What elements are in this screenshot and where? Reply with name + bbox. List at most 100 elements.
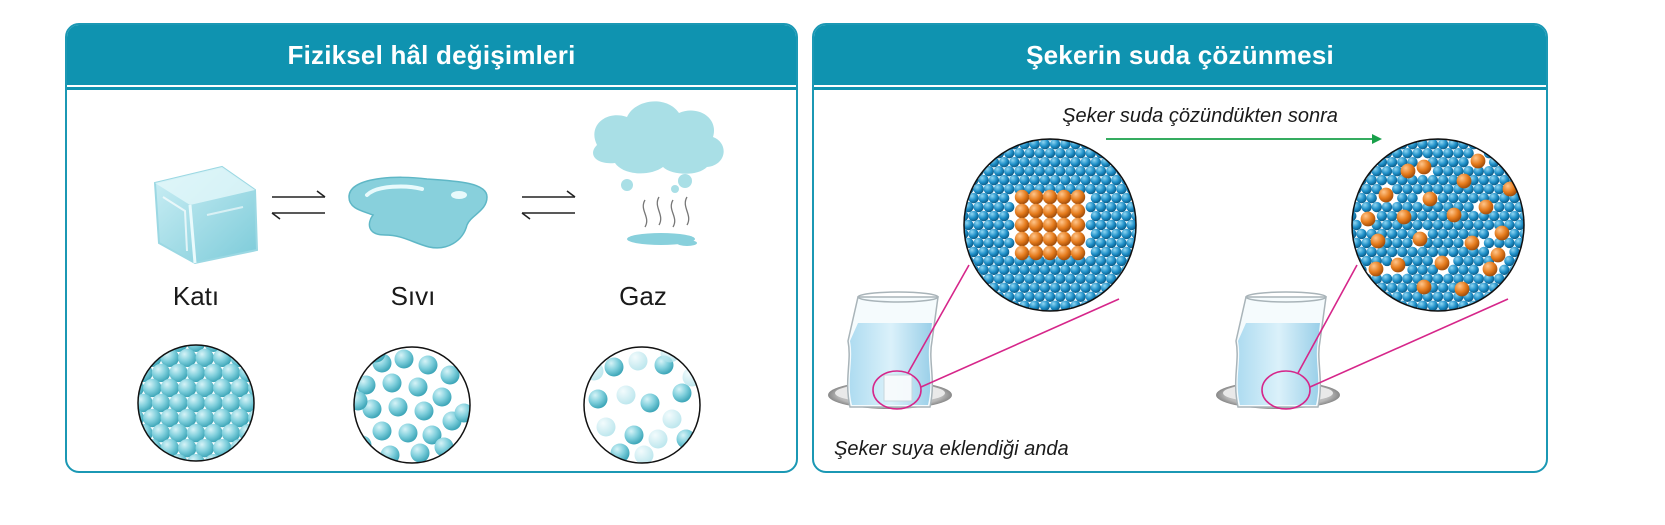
water-molecule	[998, 139, 1010, 150]
sugar-molecule	[1470, 153, 1486, 169]
sugar-molecule	[1502, 181, 1518, 197]
water-molecule	[1352, 273, 1362, 285]
water-molecule	[1437, 300, 1449, 311]
sugar-molecule	[1042, 217, 1058, 233]
water-molecule	[1504, 139, 1515, 141]
water-molecule	[1514, 139, 1524, 141]
water-molecule	[1100, 192, 1112, 204]
water-molecule	[1055, 273, 1066, 285]
water-molecule	[1331, 166, 1341, 176]
water-molecule	[1014, 291, 1025, 303]
water-molecule	[1039, 139, 1051, 150]
water-molecule	[1106, 273, 1117, 285]
water-molecule	[1525, 184, 1535, 194]
water-molecule	[1009, 174, 1020, 186]
water-molecule	[1422, 147, 1433, 159]
water-molecule	[998, 300, 1010, 311]
water-molecule	[1137, 292, 1147, 302]
water-molecule	[1540, 301, 1548, 311]
water-molecule	[1443, 165, 1454, 177]
water-molecule	[1004, 255, 1015, 267]
water-molecule	[993, 219, 1005, 231]
water-molecule	[1519, 282, 1524, 294]
water-molecule	[953, 256, 963, 266]
water-molecule	[1142, 265, 1152, 275]
water-molecule	[948, 139, 958, 149]
water-molecule	[1055, 291, 1066, 303]
water-molecule	[1341, 238, 1351, 248]
water-molecule	[998, 192, 1010, 204]
water-molecule	[1483, 183, 1495, 195]
water-molecule	[1341, 256, 1351, 266]
water-molecule	[1499, 139, 1510, 150]
water-molecule	[1427, 246, 1439, 258]
liquid-particle	[354, 435, 372, 455]
water-molecule	[1352, 228, 1357, 240]
water-molecule	[1095, 309, 1107, 311]
water-molecule	[1080, 282, 1091, 294]
water-molecule	[1381, 273, 1393, 285]
solid-particle	[117, 424, 135, 442]
water-molecule	[983, 147, 994, 159]
water-molecule	[1137, 256, 1147, 266]
water-molecule	[1361, 201, 1372, 213]
water-molecule	[1361, 147, 1372, 159]
sugar-molecule	[1378, 187, 1394, 203]
water-molecule	[983, 273, 994, 285]
water-molecule	[1478, 139, 1490, 150]
sugar-molecule	[1042, 189, 1058, 205]
water-molecule	[1147, 256, 1157, 266]
water-molecule	[1147, 220, 1157, 230]
water-molecule	[1131, 139, 1136, 150]
water-molecule	[1152, 301, 1162, 311]
water-molecule	[1131, 156, 1136, 168]
water-molecule	[988, 192, 1000, 204]
water-molecule	[978, 300, 989, 311]
gas-particle	[616, 385, 636, 405]
gas-particle	[588, 389, 608, 409]
water-molecule	[1386, 246, 1398, 258]
water-molecule	[1499, 264, 1510, 276]
water-molecule	[953, 292, 963, 302]
water-molecule	[1085, 139, 1096, 141]
water-molecule	[1535, 220, 1545, 230]
water-molecule	[1525, 166, 1535, 176]
sugar-molecule	[1014, 189, 1030, 205]
water-molecule	[1386, 156, 1398, 168]
water-molecule	[1478, 246, 1490, 258]
water-molecule	[1100, 210, 1112, 222]
solid-particle	[138, 438, 144, 458]
water-molecule	[1009, 156, 1020, 168]
water-molecule	[1488, 174, 1500, 186]
water-molecule	[968, 282, 979, 294]
water-molecule	[1331, 274, 1341, 284]
water-molecule	[1070, 282, 1081, 294]
water-molecule	[983, 237, 994, 249]
reversible-arrows-icon	[271, 190, 326, 220]
water-molecule	[1432, 291, 1444, 303]
sugar-molecule	[1482, 261, 1498, 277]
state-changes-diagram: Katı Sıvı Gaz	[117, 101, 724, 464]
water-molecule	[1427, 139, 1439, 150]
water-molecule	[978, 192, 989, 204]
water-molecule	[1519, 174, 1524, 186]
water-molecule	[1121, 300, 1132, 311]
water-molecule	[1504, 255, 1515, 267]
water-molecule	[1147, 310, 1157, 320]
water-molecule	[1525, 310, 1535, 320]
water-molecule	[1137, 220, 1147, 230]
water-molecule	[1090, 246, 1102, 258]
water-molecule	[1336, 157, 1346, 167]
water-molecule	[1004, 309, 1015, 311]
water-molecule	[1137, 184, 1147, 194]
water-molecule	[1483, 237, 1495, 249]
water-molecule	[1039, 282, 1051, 294]
water-molecule	[1453, 165, 1464, 177]
solid-particle	[117, 334, 135, 352]
water-molecule	[1514, 291, 1524, 303]
water-molecule	[1535, 130, 1545, 140]
water-molecule	[953, 202, 963, 212]
water-molecule	[1137, 148, 1147, 158]
water-molecule	[1366, 300, 1377, 311]
water-molecule	[1458, 246, 1469, 258]
